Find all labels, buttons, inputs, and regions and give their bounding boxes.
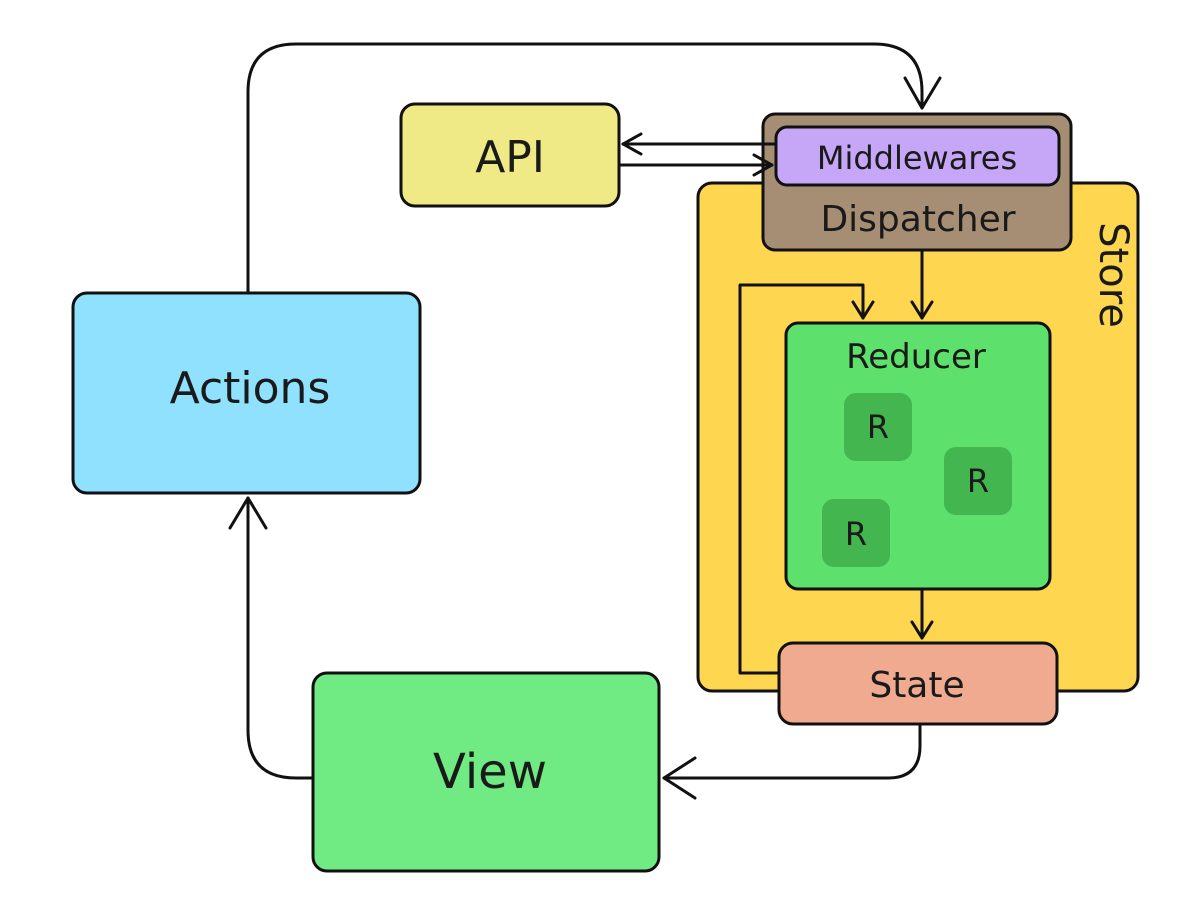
view-box <box>311 671 661 873</box>
reducer-item-label: R <box>845 515 867 553</box>
reducer-item-3 <box>822 499 890 567</box>
middlewares-label: Middlewares <box>817 139 1017 177</box>
arrowhead-api <box>621 132 643 156</box>
edge-state-to-reducer <box>738 283 865 675</box>
actions-label: Actions <box>170 363 331 414</box>
reducer-item-2 <box>944 447 1012 515</box>
api-label: API <box>475 132 545 183</box>
arrowhead-middlewares-small <box>752 153 774 177</box>
middlewares-box <box>774 125 1061 187</box>
edge-state-to-view <box>662 724 922 780</box>
reducer-label: Reducer <box>846 337 986 377</box>
arrowhead-state <box>910 620 934 640</box>
reducer-item-1 <box>844 393 912 461</box>
store-label: Store <box>1090 222 1136 328</box>
arrowhead-view <box>662 756 697 800</box>
view-label: View <box>433 744 547 800</box>
edge-view-to-actions <box>246 496 314 780</box>
reducer-item-label: R <box>967 462 989 500</box>
reducer-item-label: R <box>867 408 889 446</box>
edge-actions-to-middlewares <box>246 42 924 294</box>
arrowhead-actions <box>228 496 268 530</box>
api-box <box>399 102 621 208</box>
dispatcher-label: Dispatcher <box>820 199 1015 240</box>
arrowhead-reducer-loop <box>851 300 875 320</box>
arrowhead-middlewares <box>903 76 942 110</box>
state-box <box>777 641 1059 726</box>
state-label: State <box>869 665 964 706</box>
arrowhead-reducer <box>910 300 934 320</box>
actions-box <box>71 291 422 495</box>
